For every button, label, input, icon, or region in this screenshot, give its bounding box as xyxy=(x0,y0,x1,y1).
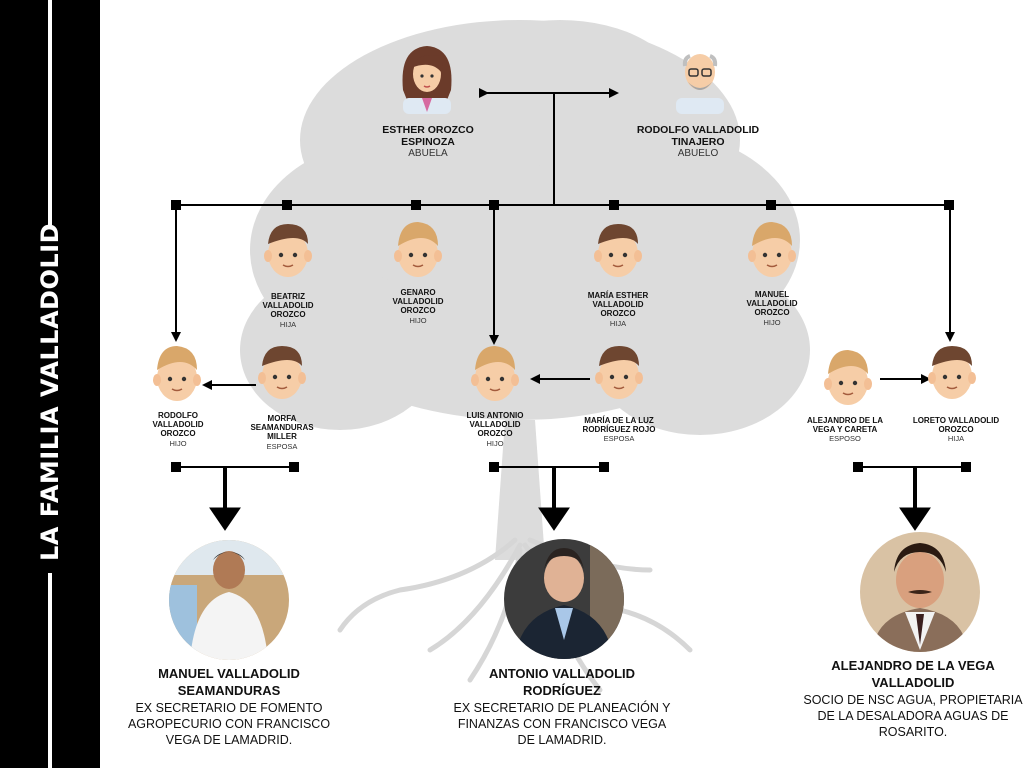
couple-name: MORFA SEAMANDURAS MILLER xyxy=(250,414,314,442)
child-name: MANUEL VALLADOLID OROZCO xyxy=(746,290,798,318)
child-node-genaro: GENARO VALLADOLID OROZCO HIJO xyxy=(383,288,453,325)
connector-lines xyxy=(171,88,966,468)
grandchild-name: MANUEL VALLADOLID SEAMANDURAS xyxy=(158,666,300,698)
grandchild-description: EX SECRETARIO DE FOMENTO AGROPECURIO CON… xyxy=(127,701,331,747)
couple-node-loreto: LORETO VALLADOLID OROZCO HIJA xyxy=(908,416,1004,444)
child-role: HIJO xyxy=(763,317,781,327)
manuel-avatar xyxy=(747,222,797,278)
couple-role: ESPOSA xyxy=(603,434,635,444)
alejandro-esposo-avatar xyxy=(823,350,873,406)
rodolfo-hijo-avatar xyxy=(152,346,202,402)
couple-role: HIJA xyxy=(947,434,965,444)
sidebar: LA FAMILIA VALLADOLID xyxy=(0,0,100,768)
alejandro-vega-photo xyxy=(860,532,980,652)
grandmother-node: ESTHER OROZCO ESPINOZA ABUELA xyxy=(368,124,488,160)
grandmother-role: ABUELA xyxy=(408,148,448,160)
descendant-arrows xyxy=(209,467,931,531)
couple-node-alejandro: ALEJANDRO DE LA VEGA Y CARETA ESPOSO xyxy=(800,416,890,444)
grandchild-description: EX SECRETARIO DE PLANEACIÓN Y FINANZAS C… xyxy=(453,701,671,747)
connector-nodes xyxy=(171,200,971,472)
couple-node-rodolfo: RODOLFO VALLADOLID OROZCO HIJO xyxy=(142,411,214,448)
grandmother-name: ESTHER OROZCO ESPINOZA xyxy=(382,124,474,149)
couple-name: RODOLFO VALLADOLID OROZCO xyxy=(152,411,204,439)
couple-role: ESPOSO xyxy=(829,434,861,444)
grandchild-manuel-seamanduras: MANUEL VALLADOLID SEAMANDURAS EX SECRETA… xyxy=(124,665,334,748)
grandfather-node: RODOLFO VALLADOLID TINAJERO ABUELO xyxy=(628,124,768,160)
couple-role: ESPOSA xyxy=(266,441,298,451)
couple-node-morfa: MORFA SEAMANDURAS MILLER ESPOSA xyxy=(244,414,320,451)
grandfather-role: ABUELO xyxy=(677,148,719,160)
grandfather-avatar xyxy=(676,54,724,114)
grandchild-name: ANTONIO VALLADOLID RODRÍGUEZ xyxy=(488,666,636,698)
child-role: HIJA xyxy=(609,318,627,328)
couple-node-maria-de-la-luz: MARÍA DE LA LUZ RODRÍGUEZ ROJO ESPOSA xyxy=(575,416,663,444)
genaro-avatar xyxy=(393,222,443,278)
maria-de-la-luz-avatar xyxy=(594,346,644,400)
grandfather-name: RODOLFO VALLADOLID TINAJERO xyxy=(636,124,760,149)
child-name: GENARO VALLADOLID OROZCO xyxy=(392,288,444,316)
grandmother-avatar xyxy=(402,46,452,114)
child-name: MARÍA ESTHER VALLADOLID OROZCO xyxy=(587,291,649,319)
grandchild-description: SOCIO DE NSC AGUA, PROPIETARIA DE LA DES… xyxy=(803,693,1023,739)
sidebar-rule-bottom xyxy=(48,573,52,768)
couple-name: LUIS ANTONIO VALLADOLID OROZCO xyxy=(466,411,524,439)
antonio-valladolid-photo xyxy=(504,539,624,659)
sidebar-rule-top xyxy=(48,0,52,225)
beatriz-avatar xyxy=(263,224,313,278)
grandchild-name: ALEJANDRO DE LA VEGA VALLADOLID xyxy=(831,658,995,690)
couple-name: ALEJANDRO DE LA VEGA Y CARETA xyxy=(806,416,883,435)
child-node-manuel: MANUEL VALLADOLID OROZCO HIJO xyxy=(737,290,807,327)
grandchild-antonio-valladolid: ANTONIO VALLADOLID RODRÍGUEZ EX SECRETAR… xyxy=(452,665,672,748)
couple-name: LORETO VALLADOLID OROZCO xyxy=(912,416,1000,435)
couple-role: HIJO xyxy=(169,438,187,448)
luis-antonio-avatar xyxy=(470,346,520,402)
grandchild-alejandro-vega: ALEJANDRO DE LA VEGA VALLADOLID SOCIO DE… xyxy=(800,657,1024,740)
tree-illustration xyxy=(240,20,810,560)
child-role: HIJA xyxy=(279,319,297,329)
maria-esther-avatar xyxy=(593,224,643,278)
child-node-beatriz: BEATRIZ VALLADOLID OROZCO HIJA xyxy=(253,292,323,329)
loreto-avatar xyxy=(927,346,977,400)
manuel-seamanduras-photo xyxy=(169,540,289,660)
couple-name: MARÍA DE LA LUZ RODRÍGUEZ ROJO xyxy=(582,416,656,435)
child-node-maria-esther: MARÍA ESTHER VALLADOLID OROZCO HIJA xyxy=(578,291,658,328)
couple-role: HIJO xyxy=(486,438,504,448)
child-name: BEATRIZ VALLADOLID OROZCO xyxy=(262,292,314,320)
morfa-avatar xyxy=(257,346,307,400)
child-role: HIJO xyxy=(409,315,427,325)
couple-node-luis-antonio: LUIS ANTONIO VALLADOLID OROZCO HIJO xyxy=(455,411,535,448)
